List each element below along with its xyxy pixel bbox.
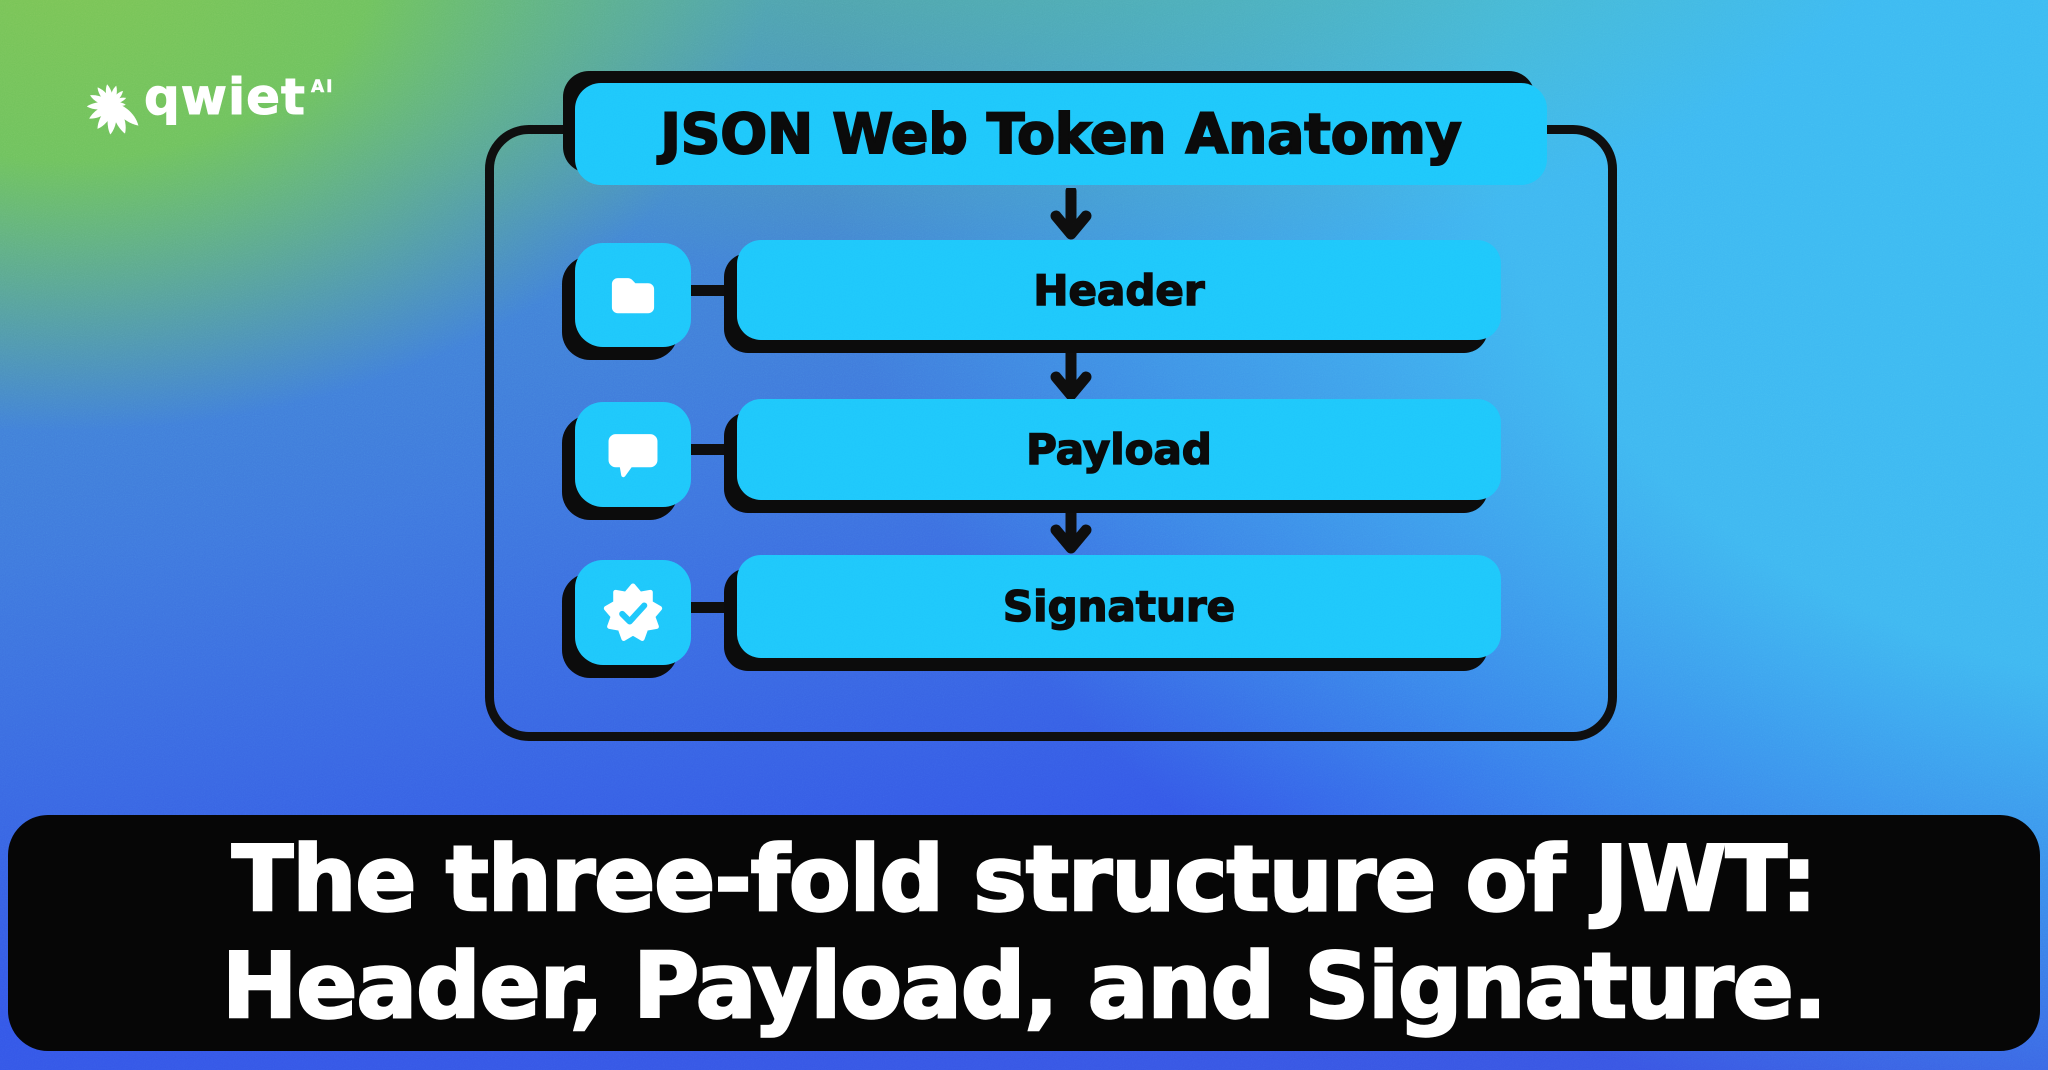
node-label: Header — [1033, 265, 1206, 316]
payload-icon-box — [575, 402, 691, 507]
qwiet-spiral-icon — [86, 83, 143, 135]
connector-line — [684, 444, 742, 455]
caption-line-2: Header, Payload, and Signature. — [221, 933, 1828, 1041]
brand-name: qwiet — [144, 68, 306, 127]
header-icon-box — [575, 243, 691, 347]
signature-label-box: Signature — [737, 555, 1501, 658]
diagram-title-box: JSON Web Token Anatomy — [575, 83, 1547, 185]
arrow-down-icon — [1050, 349, 1092, 401]
node-label: Signature — [1002, 581, 1236, 632]
arrow-down-icon — [1050, 502, 1092, 554]
arrow-down-icon — [1050, 188, 1092, 240]
payload-label-box: Payload — [737, 399, 1501, 500]
connector-line — [684, 602, 742, 613]
caption-line-1: The three-fold structure of JWT: — [231, 826, 1819, 934]
chat-bubble-icon — [608, 433, 658, 477]
connector-line — [684, 285, 742, 296]
verified-badge-icon — [603, 582, 663, 641]
folder-icon — [611, 278, 655, 314]
node-label: Payload — [1025, 424, 1212, 475]
brand-suffix: AI — [310, 77, 335, 98]
diagram-title: JSON Web Token Anatomy — [659, 101, 1462, 167]
header-label-box: Header — [737, 240, 1501, 340]
signature-icon-box — [575, 560, 691, 665]
caption-box: The three-fold structure of JWT: Header,… — [8, 815, 2040, 1051]
